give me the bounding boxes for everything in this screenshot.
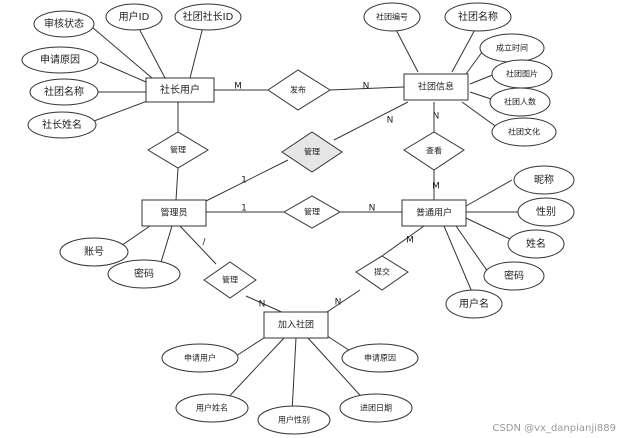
attribute-label: 进团日期 xyxy=(360,404,392,413)
relationship-label: 提交 xyxy=(374,267,390,277)
entity-label: 加入社团 xyxy=(278,319,314,331)
entity-label: 社长用户 xyxy=(160,83,200,96)
attribute-label: 社团社长ID xyxy=(183,10,234,23)
attribute-label: 社团名称 xyxy=(458,10,498,23)
rel-manage-mid xyxy=(282,195,342,229)
attribute-label: 成立时间 xyxy=(496,43,528,53)
rel-submit xyxy=(355,255,409,291)
attribute-label: 密码 xyxy=(504,269,524,282)
cardinality-labels: M N 1 N N M 1 N / N N M xyxy=(202,82,439,310)
attr-join-date xyxy=(339,393,413,423)
entity-join-club xyxy=(263,311,329,339)
entity-label: 管理员 xyxy=(160,207,187,219)
entity-president-user xyxy=(145,77,215,103)
attr-review-status xyxy=(33,10,95,38)
attr-nickname xyxy=(513,165,575,195)
entity-label: 社团信息 xyxy=(418,81,454,93)
attr-club-members xyxy=(489,87,551,117)
diagram-labels: 社长用户 社团信息 管理员 普通用户 加入社团 发布 管理 管理 查看 管理 管… xyxy=(40,10,556,425)
attr-apply-reason-bottom xyxy=(341,343,419,373)
attr-password-left xyxy=(107,259,181,289)
rel-manage-left xyxy=(147,131,209,169)
attribute-label: 姓名 xyxy=(526,237,546,250)
attr-password-right xyxy=(483,261,545,291)
entity-normal-user xyxy=(401,199,467,227)
attribute-label: 用户姓名 xyxy=(196,403,228,413)
entity-rects xyxy=(141,73,469,339)
relationship-label: 管理 xyxy=(304,147,320,157)
attribute-label: 社团图片 xyxy=(506,69,538,79)
cardinality-label: N xyxy=(433,112,440,122)
entity-label: 普通用户 xyxy=(416,207,452,219)
cardinality-label: N xyxy=(387,116,394,126)
attribute-label: 申请用户 xyxy=(184,353,216,363)
relationship-label: 管理 xyxy=(304,207,320,217)
attribute-label: 申请原因 xyxy=(364,353,396,363)
cardinality-label: 1 xyxy=(241,176,247,186)
attribute-label: 社团编号 xyxy=(376,12,408,22)
relationship-label: 管理 xyxy=(170,145,186,155)
attr-club-no xyxy=(363,2,421,32)
rel-manage-center xyxy=(281,131,343,173)
attribute-label: 用户性别 xyxy=(278,415,310,425)
attribute-label: 昵称 xyxy=(534,173,554,186)
attr-apply-user xyxy=(161,343,239,373)
attr-account xyxy=(59,237,129,267)
attribute-label: 申请原因 xyxy=(40,53,80,66)
relationship-label: 发布 xyxy=(290,85,306,95)
attr-club-name-right xyxy=(444,2,512,32)
attr-president-name xyxy=(27,111,97,139)
attr-user-name xyxy=(175,393,249,423)
attr-username xyxy=(445,289,503,319)
cardinality-label: N xyxy=(335,298,342,308)
attr-user-gender xyxy=(257,405,331,435)
rel-view xyxy=(403,131,465,171)
watermark: CSDN @vx_danpianji889 xyxy=(492,423,616,434)
cardinality-label: 1 xyxy=(241,204,247,214)
attribute-label: 账号 xyxy=(84,246,104,258)
attribute-ellipses xyxy=(21,2,575,435)
attribute-label: 密码 xyxy=(134,267,154,280)
cardinality-label: M xyxy=(432,182,440,192)
attr-club-name-left xyxy=(29,78,99,106)
rel-publish xyxy=(267,69,331,111)
attr-apply-reason xyxy=(21,46,99,74)
entity-club-info xyxy=(403,73,469,101)
attribute-label: 社团文化 xyxy=(508,127,540,137)
relationship-diamonds xyxy=(147,69,465,299)
attribute-label: 用户名 xyxy=(459,297,489,310)
attribute-label: 社团名称 xyxy=(44,85,84,98)
cardinality-label: M xyxy=(406,236,414,246)
cardinality-label: N xyxy=(259,300,266,310)
attr-name xyxy=(507,229,565,259)
attribute-label: 社长姓名 xyxy=(42,118,82,131)
relationship-label: 查看 xyxy=(426,146,442,156)
relationship-label: 管理 xyxy=(222,275,238,285)
attr-club-culture xyxy=(491,117,557,147)
attr-president-id xyxy=(174,3,242,31)
rel-manage-bottom xyxy=(203,261,257,299)
cardinality-label: M xyxy=(234,82,242,92)
attribute-label: 用户ID xyxy=(119,10,150,23)
attribute-label: 性别 xyxy=(536,205,556,218)
cardinality-label: N xyxy=(363,82,370,92)
cardinality-label: N xyxy=(369,204,376,214)
attr-gender xyxy=(517,197,575,227)
attribute-label: 审核状态 xyxy=(44,17,84,30)
entity-admin xyxy=(141,199,207,227)
attribute-label: 社团人数 xyxy=(504,97,536,107)
attr-user-id xyxy=(105,3,163,31)
cardinality-label: / xyxy=(202,238,206,248)
